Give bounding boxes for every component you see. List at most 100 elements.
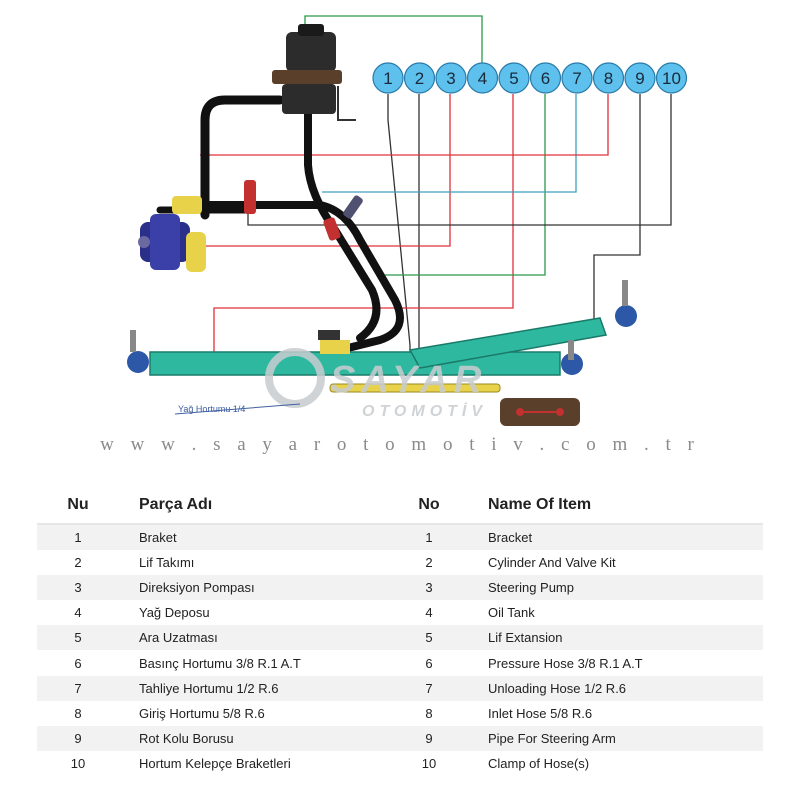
cell-no: 3 — [390, 575, 468, 601]
cell-parca-adi: Tahliye Hortumu 1/2 R.6 — [119, 675, 390, 701]
callout-1: 1 — [372, 62, 404, 94]
leader-line-5 — [213, 94, 514, 360]
callout-circle — [592, 62, 625, 94]
cell-parca-adi: Giriş Hortumu 5/8 R.6 — [119, 700, 390, 726]
callout-3: 3 — [435, 62, 467, 94]
callout-circle — [529, 62, 562, 94]
callout-circle — [466, 62, 499, 94]
cell-nu: 2 — [37, 550, 119, 576]
callout-number: 7 — [572, 69, 581, 88]
header-name-of-item: Name Of Item — [468, 486, 763, 525]
callout-number: 9 — [635, 69, 644, 88]
cell-nu: 10 — [37, 750, 119, 776]
hose-tank-down — [304, 106, 381, 342]
callout-circle — [372, 62, 404, 94]
cell-no: 10 — [390, 750, 468, 776]
cell-nu: 5 — [37, 625, 119, 651]
cell-parca-adi: Direksiyon Pompası — [119, 575, 390, 601]
cell-no: 8 — [390, 700, 468, 726]
cell-parca-adi: Braket — [119, 524, 390, 551]
steering-pump — [138, 196, 206, 272]
cell-no: 9 — [390, 725, 468, 751]
website-url: w w w . s a y a r o t o m o t i v . c o … — [100, 434, 700, 455]
cell-no: 7 — [390, 675, 468, 701]
callout-number: 8 — [604, 69, 613, 88]
cell-no: 2 — [390, 550, 468, 576]
leader-line-10 — [247, 94, 672, 226]
cell-name-of-item: Clamp of Hose(s) — [468, 750, 763, 776]
cell-nu: 7 — [37, 675, 119, 701]
cell-name-of-item: Bracket — [468, 524, 763, 551]
axle-frame — [149, 317, 608, 426]
cell-nu: 8 — [37, 700, 119, 726]
tie-rod-ends — [127, 280, 637, 375]
steering-system-diagram: SAYAR OTOMOTİV Yağ Hortumu 1/4 w w w . s… — [100, 15, 700, 455]
cell-parca-adi: Rot Kolu Borusu — [119, 725, 390, 751]
cell-nu: 4 — [37, 600, 119, 626]
oil-tank — [272, 24, 356, 121]
callout-circle — [498, 62, 530, 94]
callout-circle — [655, 62, 688, 94]
cell-name-of-item: Oil Tank — [468, 600, 763, 626]
callout-circle — [624, 62, 656, 94]
callout-4: 4 — [466, 62, 499, 94]
cell-name-of-item: Cylinder And Valve Kit — [468, 550, 763, 576]
callout-group: 1 2 3 4 5 6 7 8 9 10 — [372, 62, 688, 94]
callout-circle — [435, 62, 467, 94]
table-header-row: Nu Parça Adı No Name Of Item — [37, 486, 763, 525]
cell-name-of-item: Unloading Hose 1/2 R.6 — [468, 675, 763, 701]
hose-label: Yağ Hortumu 1/4 — [178, 404, 245, 414]
cell-no: 5 — [390, 625, 468, 651]
cell-no: 4 — [390, 600, 468, 626]
cell-name-of-item: Steering Pump — [468, 575, 763, 601]
callout-circle — [561, 62, 593, 94]
callout-6: 6 — [529, 62, 562, 94]
leader-line-8 — [200, 94, 609, 156]
callout-9: 9 — [624, 62, 656, 94]
callout-10: 10 — [655, 62, 688, 94]
callout-circle — [403, 62, 436, 94]
leader-lines — [172, 15, 672, 370]
hose-clamps — [244, 180, 363, 241]
cell-parca-adi: Lif Takımı — [119, 550, 390, 576]
callout-5: 5 — [498, 62, 530, 94]
callout-number: 3 — [446, 69, 455, 88]
cell-parca-adi: Ara Uzatması — [119, 625, 390, 651]
leader-line-9 — [593, 94, 641, 325]
hose-pump-return — [201, 201, 404, 354]
callout-number: 1 — [383, 69, 392, 88]
header-parca-adi: Parça Adı — [119, 486, 390, 525]
cell-parca-adi: Hortum Kelepçe Braketleri — [119, 750, 390, 776]
cell-name-of-item: Inlet Hose 5/8 R.6 — [468, 700, 763, 726]
leader-line-3 — [172, 94, 451, 247]
watermark-brand: SAYAR — [330, 359, 487, 401]
callout-number: 4 — [478, 69, 487, 88]
callout-number: 6 — [541, 69, 550, 88]
hose-tank-to-pump — [200, 95, 285, 220]
callout-number: 5 — [509, 69, 518, 88]
watermark: SAYAR OTOMOTİV — [265, 348, 487, 420]
callout-2: 2 — [403, 62, 436, 94]
leader-line-7 — [322, 94, 577, 193]
watermark-sub: OTOMOTİV — [362, 402, 487, 420]
header-nu: Nu — [37, 486, 119, 525]
callout-number: 2 — [415, 69, 424, 88]
callout-number: 10 — [662, 69, 681, 88]
callout-8: 8 — [592, 62, 625, 94]
cell-nu: 9 — [37, 725, 119, 751]
cell-no: 6 — [390, 650, 468, 676]
cell-name-of-item: Pressure Hose 3/8 R.1 A.T — [468, 650, 763, 676]
callout-7: 7 — [561, 62, 593, 94]
cell-name-of-item: Lif Extansion — [468, 625, 763, 651]
cell-no: 1 — [390, 524, 468, 551]
